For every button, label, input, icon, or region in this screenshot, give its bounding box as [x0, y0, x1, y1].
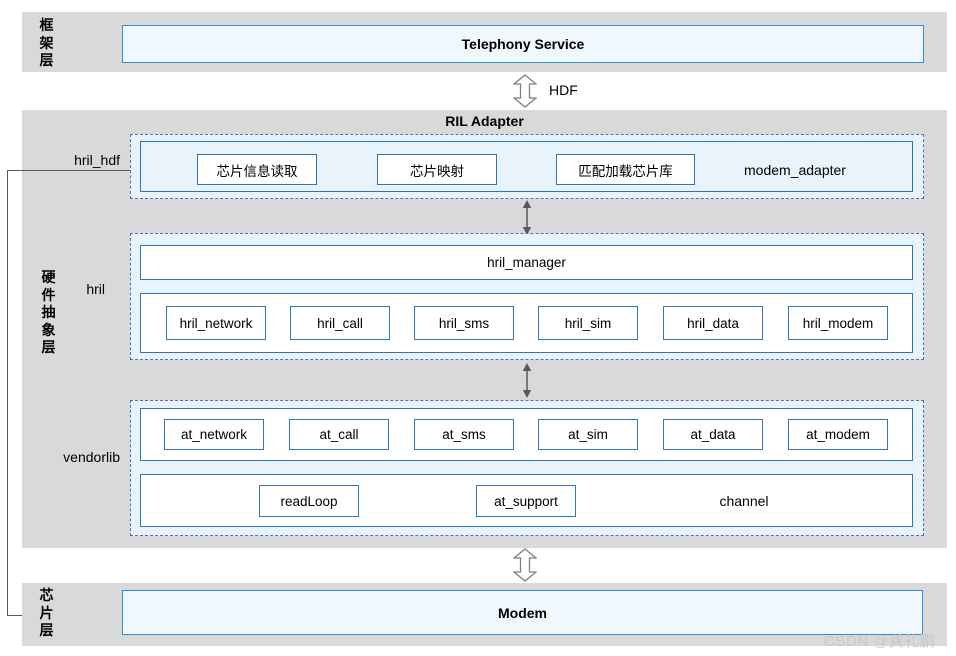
at-network-box: at_network — [164, 419, 264, 450]
hril-call-label: hril_call — [317, 315, 363, 331]
at-support-label: at_support — [494, 493, 558, 509]
at-network-label: at_network — [180, 427, 248, 442]
chip-mapping-box: 芯片映射 — [377, 154, 497, 185]
watermark: CSDN @龚礼鹏 — [824, 633, 936, 650]
hril-manager-box: hril_manager — [140, 245, 913, 280]
chip-info-read-box: 芯片信息读取 — [197, 154, 317, 185]
framework-layer-label: 框架层 — [39, 17, 54, 68]
at-data-label: at_data — [690, 427, 736, 442]
at-sim-box: at_sim — [538, 419, 638, 450]
hril-sim-label: hril_sim — [564, 315, 612, 331]
at-sim-label: at_sim — [568, 427, 608, 442]
hril-sms-label: hril_sms — [438, 315, 490, 331]
modem-label: Modem — [498, 604, 547, 621]
at-modem-box: at_modem — [788, 419, 888, 450]
ril-adapter-title: RIL Adapter — [445, 113, 524, 129]
telephony-service-box: Telephony Service — [122, 25, 924, 63]
channel-tag: channel — [719, 493, 769, 509]
chip-lib-load-label: 匹配加载芯片库 — [578, 163, 673, 179]
vendorlib-group-label: vendorlib — [63, 449, 120, 465]
chip-lib-load-box: 匹配加载芯片库 — [556, 154, 695, 185]
hril-group-label: hril — [86, 281, 105, 297]
modem-adapter-container — [140, 141, 913, 192]
telephony-service-label: Telephony Service — [461, 36, 585, 52]
modem-bidirectional-arrow-icon — [513, 548, 537, 582]
at-data-box: at_data — [663, 419, 763, 450]
connector-line-bottom — [7, 615, 23, 616]
modem-adapter-tag: modem_adapter — [744, 161, 846, 178]
chip-layer-label: 芯片层 — [39, 587, 54, 638]
bidirectional-arrow-icon — [522, 200, 532, 235]
chip-info-read-label: 芯片信息读取 — [216, 163, 298, 179]
at-support-box: at_support — [476, 485, 576, 517]
connector-line-top — [7, 170, 190, 171]
hril-call-box: hril_call — [290, 306, 390, 340]
hril-modem-label: hril_modem — [802, 315, 874, 331]
at-sms-label: at_sms — [442, 427, 486, 442]
hril-manager-label: hril_manager — [487, 255, 566, 270]
chip-mapping-label: 芯片映射 — [410, 163, 464, 179]
readloop-label: readLoop — [280, 493, 338, 509]
hril-modules-container — [140, 293, 913, 353]
hril-modem-box: hril_modem — [788, 306, 888, 340]
hril-sms-box: hril_sms — [414, 306, 514, 340]
bidirectional-arrow-icon — [522, 363, 532, 398]
at-call-label: at_call — [319, 427, 359, 442]
hal-layer-label: 硬件抽象层 — [41, 269, 56, 355]
modem-box: Modem — [122, 590, 923, 635]
at-modules-container — [140, 408, 913, 461]
connector-line-vertical — [7, 170, 8, 616]
hril-hdf-group-label: hril_hdf — [74, 152, 120, 168]
hril-data-label: hril_data — [687, 315, 739, 331]
hril-data-box: hril_data — [663, 306, 763, 340]
readloop-box: readLoop — [259, 485, 359, 517]
hdf-bidirectional-arrow-icon — [513, 74, 537, 108]
hril-sim-box: hril_sim — [538, 306, 638, 340]
hril-network-box: hril_network — [166, 306, 266, 340]
at-call-box: at_call — [289, 419, 389, 450]
hdf-label: HDF — [549, 82, 578, 98]
at-sms-box: at_sms — [414, 419, 514, 450]
at-modem-label: at_modem — [806, 427, 870, 442]
hril-network-label: hril_network — [179, 315, 253, 331]
